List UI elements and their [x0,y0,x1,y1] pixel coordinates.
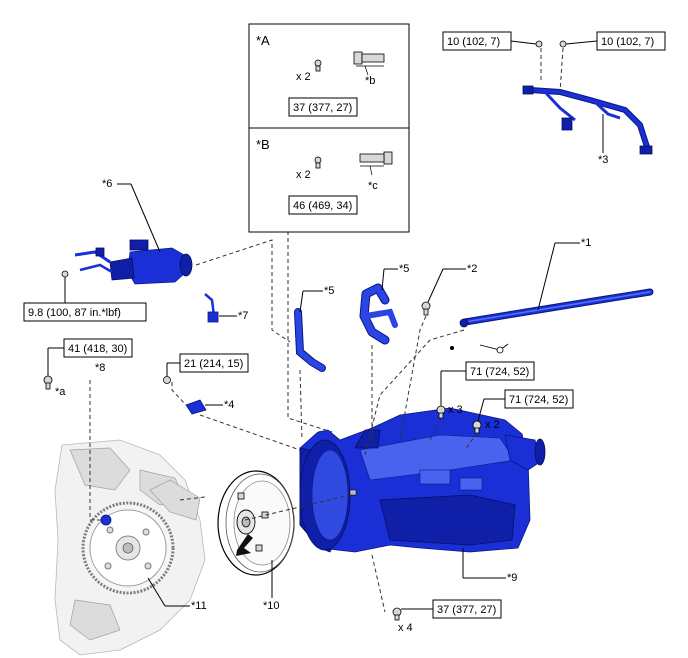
callout-8: *8 [95,362,105,374]
torque-71-upper: 71 (724, 52) [470,366,529,378]
bolt-part-2 [421,301,431,316]
torque-9-8: 9.8 (100, 87 in.*lbf) [28,307,121,319]
hose-left [294,308,326,372]
sensor-part-7 [204,293,219,323]
inset-section-a: *A [256,33,270,48]
starter [74,239,193,285]
callout-7: *7 [238,310,248,322]
callout-1: *1 [581,237,591,249]
torque-71-lower: 71 (724, 52) [509,394,568,406]
bolt-icons [43,40,567,621]
callout-6: *6 [102,178,112,190]
torque-21: 21 (214, 15) [184,358,243,370]
quantity-x3: x 3 [448,404,463,416]
oil-filler-tube [450,288,654,354]
quantity-x4: x 4 [398,622,413,634]
callout-a: *a [55,386,66,398]
callout-b: *b [365,75,375,87]
inset-section-b: *B [256,137,270,152]
wire-harness [522,85,653,155]
drive-plate [81,501,175,595]
quantity-b: x 2 [296,169,311,181]
callout-5-left: *5 [324,285,334,297]
inset-bolt-spec-box: *A *B x 2 *b 37 (377, 27) x 2 *c 46 (469… [248,23,410,233]
callout-3: *3 [598,154,608,166]
torque-37-inset: 37 (377, 27) [293,102,352,114]
callout-11: *11 [191,600,207,612]
hose-right [359,283,398,345]
callout-10: *10 [263,600,280,612]
torque-labels: 10 (102, 7) 10 (102, 7) 9.8 (100, 87 in.… [23,31,666,619]
bolt-b-icon [314,151,393,176]
callout-c: *c [368,180,378,192]
torque-10-right: 10 (102, 7) [601,36,654,48]
callout-2: *2 [467,263,477,275]
callouts: *1 *2 *3 *4 *5 *5 *6 *7 *8 *a *9 *10 *11 [55,114,608,612]
torque-46: 46 (469, 34) [293,200,352,212]
torque-41: 41 (418, 30) [68,343,127,355]
callout-9: *9 [507,572,517,584]
torque-10-left: 10 (102, 7) [447,36,500,48]
quantity-labels: x 3 x 2 x 4 [398,404,500,634]
bolt-a-icon [314,51,385,76]
transmission-assembly [299,407,546,553]
torque-converter [217,470,295,576]
callout-4: *4 [224,399,234,411]
callout-5-right: *5 [399,263,409,275]
bracket-part-4 [185,399,207,415]
quantity-a: x 2 [296,71,311,83]
quantity-x2: x 2 [485,419,500,431]
torque-37-bottom: 37 (377, 27) [437,604,496,616]
